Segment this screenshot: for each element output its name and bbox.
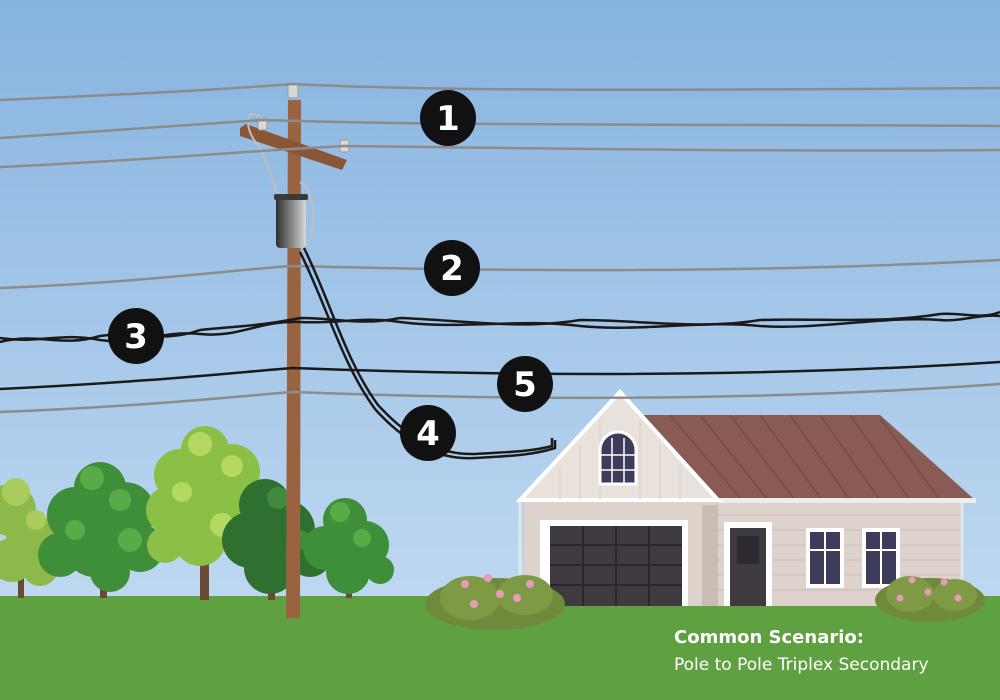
flower-bushes bbox=[425, 574, 985, 630]
callout-5-label: 5 bbox=[513, 365, 537, 405]
caption: Common Scenario: Pole to Pole Triplex Se… bbox=[674, 627, 929, 675]
callout-1: 1 bbox=[420, 90, 476, 146]
callout-3-label: 3 bbox=[124, 317, 148, 357]
callout-3: 3 bbox=[108, 308, 164, 364]
callout-1-label: 1 bbox=[436, 99, 460, 139]
crossarm bbox=[240, 124, 347, 170]
house-windows bbox=[806, 528, 900, 588]
primary-wires bbox=[0, 82, 1000, 169]
callout-4: 4 bbox=[400, 405, 456, 461]
caption-title: Common Scenario: bbox=[674, 627, 864, 648]
secondary-wires bbox=[0, 258, 1000, 414]
caption-subtitle: Pole to Pole Triplex Secondary bbox=[674, 655, 929, 675]
callout-4-label: 4 bbox=[416, 414, 440, 454]
gable-window bbox=[598, 430, 638, 486]
callout-2-label: 2 bbox=[440, 249, 464, 289]
callout-2: 2 bbox=[424, 240, 480, 296]
transformer bbox=[274, 194, 308, 248]
callout-5: 5 bbox=[497, 356, 553, 412]
